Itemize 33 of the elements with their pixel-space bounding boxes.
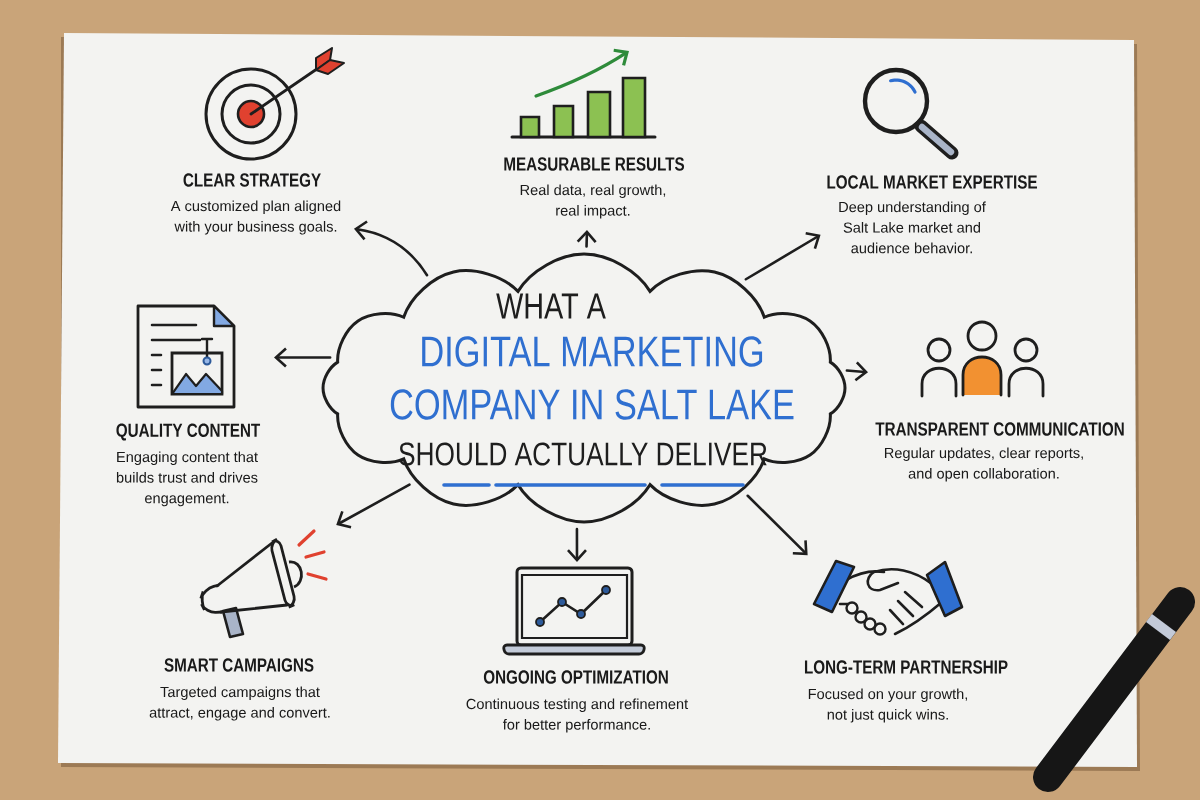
cloud-text: SHOULD ACTUALLY DELIVER bbox=[399, 442, 767, 466]
item-description: Focused on your growth, not just quick wins. bbox=[808, 688, 967, 723]
item-heading: ONGOING OPTIMIZATION bbox=[483, 670, 668, 684]
arrow bbox=[274, 347, 332, 368]
item-description: Continuous testing and refinement for better performance. bbox=[466, 698, 689, 733]
arrow bbox=[567, 527, 587, 562]
arrow bbox=[746, 494, 808, 556]
arrow bbox=[744, 231, 821, 281]
item-description: Real data, real growth, real impact. bbox=[520, 184, 666, 219]
item-heading: QUALITY CONTENT bbox=[116, 423, 261, 441]
magnifier-icon bbox=[862, 67, 959, 160]
bar-chart-icon bbox=[510, 48, 657, 139]
item-description: Deep understanding of Salt Lake market and audience behavior. bbox=[839, 201, 986, 254]
item-description: Targeted campaigns that attract, engage and convert. bbox=[149, 686, 330, 721]
laptop-icon bbox=[502, 566, 646, 656]
item-heading: MEASURABLE RESULTS bbox=[504, 157, 685, 171]
megaphone-icon bbox=[199, 529, 328, 639]
cloud-text: WHAT A bbox=[496, 293, 606, 319]
item-heading: CLEAR STRATEGY bbox=[183, 173, 321, 187]
item-heading: LONG-TERM PARTNERSHIP bbox=[804, 660, 1008, 674]
item-heading: SMART CAMPAIGNS bbox=[164, 658, 314, 672]
item-heading: TRANSPARENT COMMUNICATION bbox=[875, 422, 1124, 436]
cloud-text: DIGITAL MARKETING COMPANY IN SALT LAKE bbox=[390, 336, 794, 420]
item-heading: LOCAL MARKET EXPERTISE bbox=[827, 175, 1037, 189]
item-description: Regular updates, clear reports, and open collaboration. bbox=[884, 447, 1083, 482]
document-icon bbox=[136, 304, 236, 409]
item-description: A customized plan aligned with your business goals. bbox=[170, 200, 341, 235]
handshake-icon bbox=[812, 559, 964, 636]
people-icon bbox=[920, 320, 1045, 398]
item-description: Engaging content that builds trust and drives engagement. bbox=[116, 451, 258, 507]
arrow bbox=[336, 483, 411, 529]
arrow bbox=[353, 220, 429, 277]
target-icon bbox=[204, 47, 345, 161]
